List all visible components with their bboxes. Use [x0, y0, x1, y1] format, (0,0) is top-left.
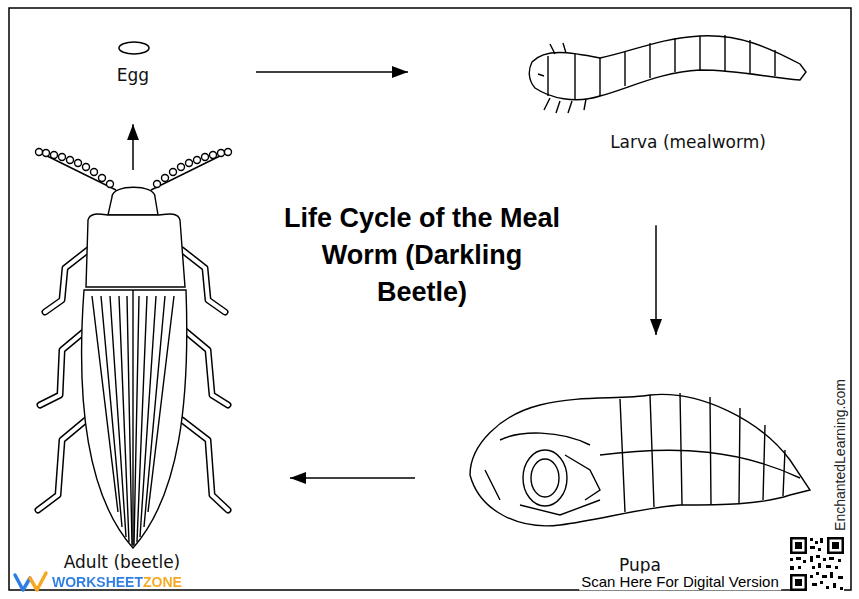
pupa-drawing [470, 393, 810, 526]
antenna-bead [186, 160, 193, 167]
beetle-leg [182, 420, 228, 510]
larva-legs [544, 43, 586, 113]
antenna-bead [170, 169, 177, 176]
antenna-bead [210, 152, 217, 159]
beetle-leg [40, 330, 86, 405]
stage-node: Adult (beetle) [32, 180, 232, 575]
qr-finder [790, 574, 807, 591]
beetle-leg [45, 250, 88, 312]
antenna-bead [178, 164, 185, 171]
beetle-elytra [82, 290, 187, 548]
qr-code [790, 537, 844, 591]
stage-label: Adult (beetle) [64, 552, 181, 572]
larva-drawing [529, 35, 806, 113]
antenna-bead [107, 181, 114, 188]
beetle-leg [38, 420, 86, 510]
brand-name: WORKSHEETZONE [52, 574, 182, 590]
diagram-title: Life Cycle of the Meal Worm (Darkling Be… [273, 200, 571, 311]
stage-node: Egg [100, 38, 166, 88]
qr-finder [827, 537, 844, 554]
qr-finder [793, 577, 805, 589]
qr-finder [795, 579, 802, 586]
stage-label: Pupa [619, 555, 661, 575]
antenna-bead [75, 160, 82, 167]
antenna-bead [194, 157, 201, 164]
cycle-arrow [655, 225, 657, 335]
antenna-bead [59, 154, 66, 161]
qr-finder [832, 542, 839, 549]
egg-drawing [119, 42, 149, 54]
pupa-folds [485, 433, 600, 515]
beetle-suture [132, 290, 133, 546]
cycle-arrow [256, 71, 408, 73]
beetle-head [108, 187, 158, 215]
beetle-leg [182, 250, 225, 312]
brand-mark-blue [15, 575, 30, 590]
antenna-bead [36, 149, 43, 156]
antenna-bead [91, 169, 98, 176]
source-credit: EnchantedLearning.com [832, 379, 848, 531]
larva-head [538, 56, 548, 96]
qr-modules [790, 538, 843, 590]
beetle-pronotum [86, 214, 185, 287]
qr-finder [795, 542, 802, 549]
beetle-body [82, 187, 187, 548]
pupa-side-line [600, 450, 800, 478]
antenna-bead [225, 149, 232, 156]
beetle-drawing [36, 149, 232, 549]
larva-body [529, 36, 806, 100]
scan-note: Scan Here For Digital Version [579, 573, 781, 590]
cycle-arrow [132, 124, 134, 170]
stage-node: Larva (mealworm) [525, 35, 810, 155]
brand-mark [15, 573, 46, 590]
antenna-bead [51, 152, 58, 159]
qr-finder [830, 540, 842, 552]
pupa-body [470, 394, 810, 525]
antenna-bead [154, 181, 161, 188]
qr-finder [790, 537, 807, 554]
antenna-bead [67, 157, 74, 164]
beetle-leg [184, 330, 228, 405]
beetle-leg [184, 330, 228, 405]
qr-finder [793, 540, 805, 552]
stage-label: Egg [117, 65, 149, 85]
stage-node: Pupa [460, 385, 815, 578]
beetle-leg [182, 420, 228, 510]
beetle-leg [182, 250, 225, 312]
pupa-segments [620, 393, 785, 512]
antenna-bead [218, 150, 225, 157]
stage-label: Larva (mealworm) [610, 132, 766, 152]
antenna-bead [202, 154, 209, 161]
qr-ground [790, 537, 844, 591]
antenna-bead [43, 150, 50, 157]
larva-segments [575, 35, 775, 100]
brand-mark-orange [30, 573, 46, 590]
beetle-leg [38, 420, 86, 510]
antenna-bead [162, 175, 169, 182]
antenna-bead [99, 175, 106, 182]
frame-border [9, 8, 851, 590]
cycle-arrow [290, 477, 415, 479]
beetle-leg [40, 330, 86, 405]
pupa-wing-pad-inner [531, 459, 559, 497]
beetle-leg [45, 250, 88, 312]
pupa-wing-pad [523, 450, 567, 506]
antenna-bead [83, 164, 90, 171]
